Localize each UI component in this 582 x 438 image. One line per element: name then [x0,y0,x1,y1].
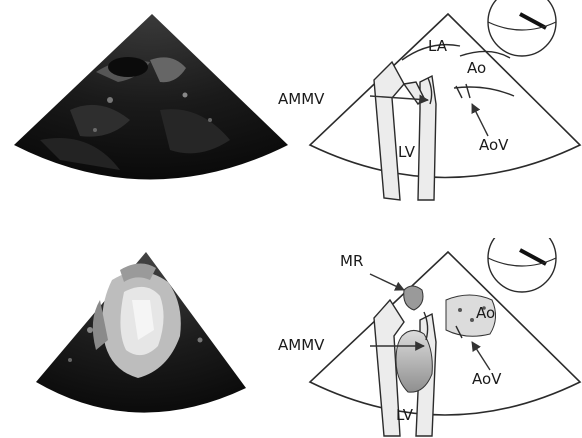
label-ammv-top: AMMV [278,90,325,108]
label-ao-top: Ao [467,59,486,77]
label-ao-bottom: Ao [476,304,495,322]
label-ammv-bottom: AMMV [278,336,325,354]
probe-indicator-top [484,0,564,56]
schematic-top: LA Ao AMMV LV AoV [278,0,580,200]
label-aov-top: AoV [479,136,509,154]
probe-indicator-bottom [484,220,564,292]
label-aov-bottom: AoV [472,370,502,388]
label-lv-top: LV [398,143,416,161]
schematic-bottom: MR Ao AMMV LV AoV [278,220,580,436]
echo-image-top [14,14,288,180]
label-la-top: LA [428,37,448,55]
label-lv-bottom: LV [396,406,414,424]
echo-image-bottom [36,252,246,413]
label-mr-bottom: MR [340,252,363,270]
lv-jet [396,330,432,392]
